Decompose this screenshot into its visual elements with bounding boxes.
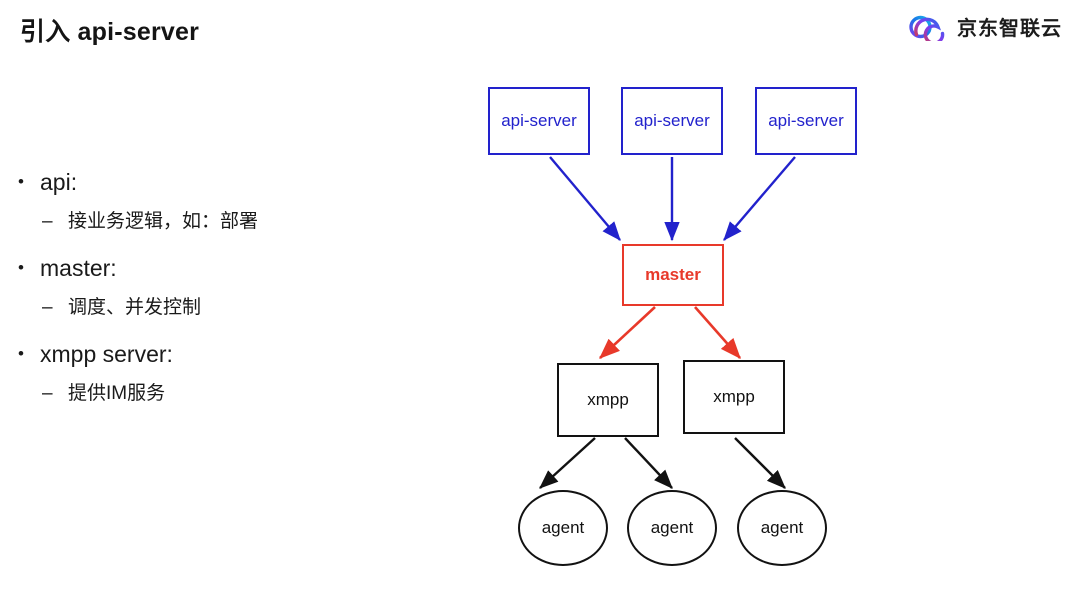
bullet-group-master: • master: – 调度、并发控制 — [18, 254, 398, 326]
bullet-sub-label: 调度、并发控制 — [68, 297, 202, 318]
node-label: api-server — [768, 111, 844, 130]
diagram-connectors — [539, 156, 796, 489]
edge-api3-master — [723, 156, 796, 241]
bullet-dot-icon: • — [18, 258, 24, 277]
edge-xmpp1-agent1 — [539, 437, 596, 489]
node-label: api-server — [501, 111, 577, 130]
node-xmpp-1[interactable]: xmpp — [557, 363, 659, 437]
node-label: agent — [541, 518, 585, 537]
jd-cloud-infinity-logo-icon — [909, 15, 945, 41]
edge-xmpp1-agent2 — [624, 437, 673, 489]
bullet-group-api: • api: – 接业务逻辑，如：部署 — [18, 168, 398, 240]
list-item: • api: — [18, 168, 398, 202]
node-label: agent — [650, 518, 694, 537]
bullet-dash-icon: – — [42, 211, 53, 232]
brand-name: 京东智联云 — [957, 18, 1062, 40]
node-api-server-2[interactable]: api-server — [621, 87, 723, 155]
edge-master-xmpp1 — [599, 306, 656, 359]
brand-logo: 京东智联云 — [908, 12, 1062, 41]
node-master[interactable]: master — [622, 244, 724, 306]
node-agent-1[interactable]: agent — [518, 490, 608, 566]
list-item: • xmpp server: — [18, 340, 398, 374]
node-label: master — [645, 265, 701, 284]
bullet-dot-icon: • — [18, 344, 24, 363]
bullet-dash-icon: – — [42, 297, 53, 318]
node-label: xmpp — [587, 390, 629, 409]
node-xmpp-2[interactable]: xmpp — [683, 360, 785, 434]
bullet-label: master: — [40, 255, 117, 281]
bullet-dot-icon: • — [18, 172, 24, 191]
list-item: • master: — [18, 254, 398, 288]
node-api-server-3[interactable]: api-server — [755, 87, 857, 155]
edge-api1-master — [549, 156, 621, 241]
bullet-label: xmpp server: — [40, 341, 173, 367]
list-item: – 调度、并发控制 — [18, 296, 398, 326]
node-label: api-server — [634, 111, 710, 130]
bullet-dash-icon: – — [42, 383, 53, 404]
list-item: – 提供IM服务 — [18, 382, 398, 412]
edge-xmpp2-agent3 — [734, 437, 786, 489]
bullet-sub-label: 接业务逻辑，如：部署 — [68, 211, 259, 232]
node-agent-2[interactable]: agent — [627, 490, 717, 566]
page-title: 引入 api-server — [20, 18, 200, 46]
bullet-list: • api: – 接业务逻辑，如：部署 • master: – 调度、并发控制 … — [18, 168, 398, 426]
edge-master-xmpp2 — [694, 306, 741, 359]
node-label: agent — [760, 518, 804, 537]
bullet-sub-label: 提供IM服务 — [68, 383, 166, 404]
node-label: xmpp — [713, 387, 755, 406]
bullet-group-xmpp-server: • xmpp server: – 提供IM服务 — [18, 340, 398, 412]
architecture-diagram: api-server api-server api-server master … — [440, 60, 1060, 590]
node-agent-3[interactable]: agent — [737, 490, 827, 566]
bullet-label: api: — [40, 169, 78, 195]
list-item: – 接业务逻辑，如：部署 — [18, 210, 398, 240]
node-api-server-1[interactable]: api-server — [488, 87, 590, 155]
